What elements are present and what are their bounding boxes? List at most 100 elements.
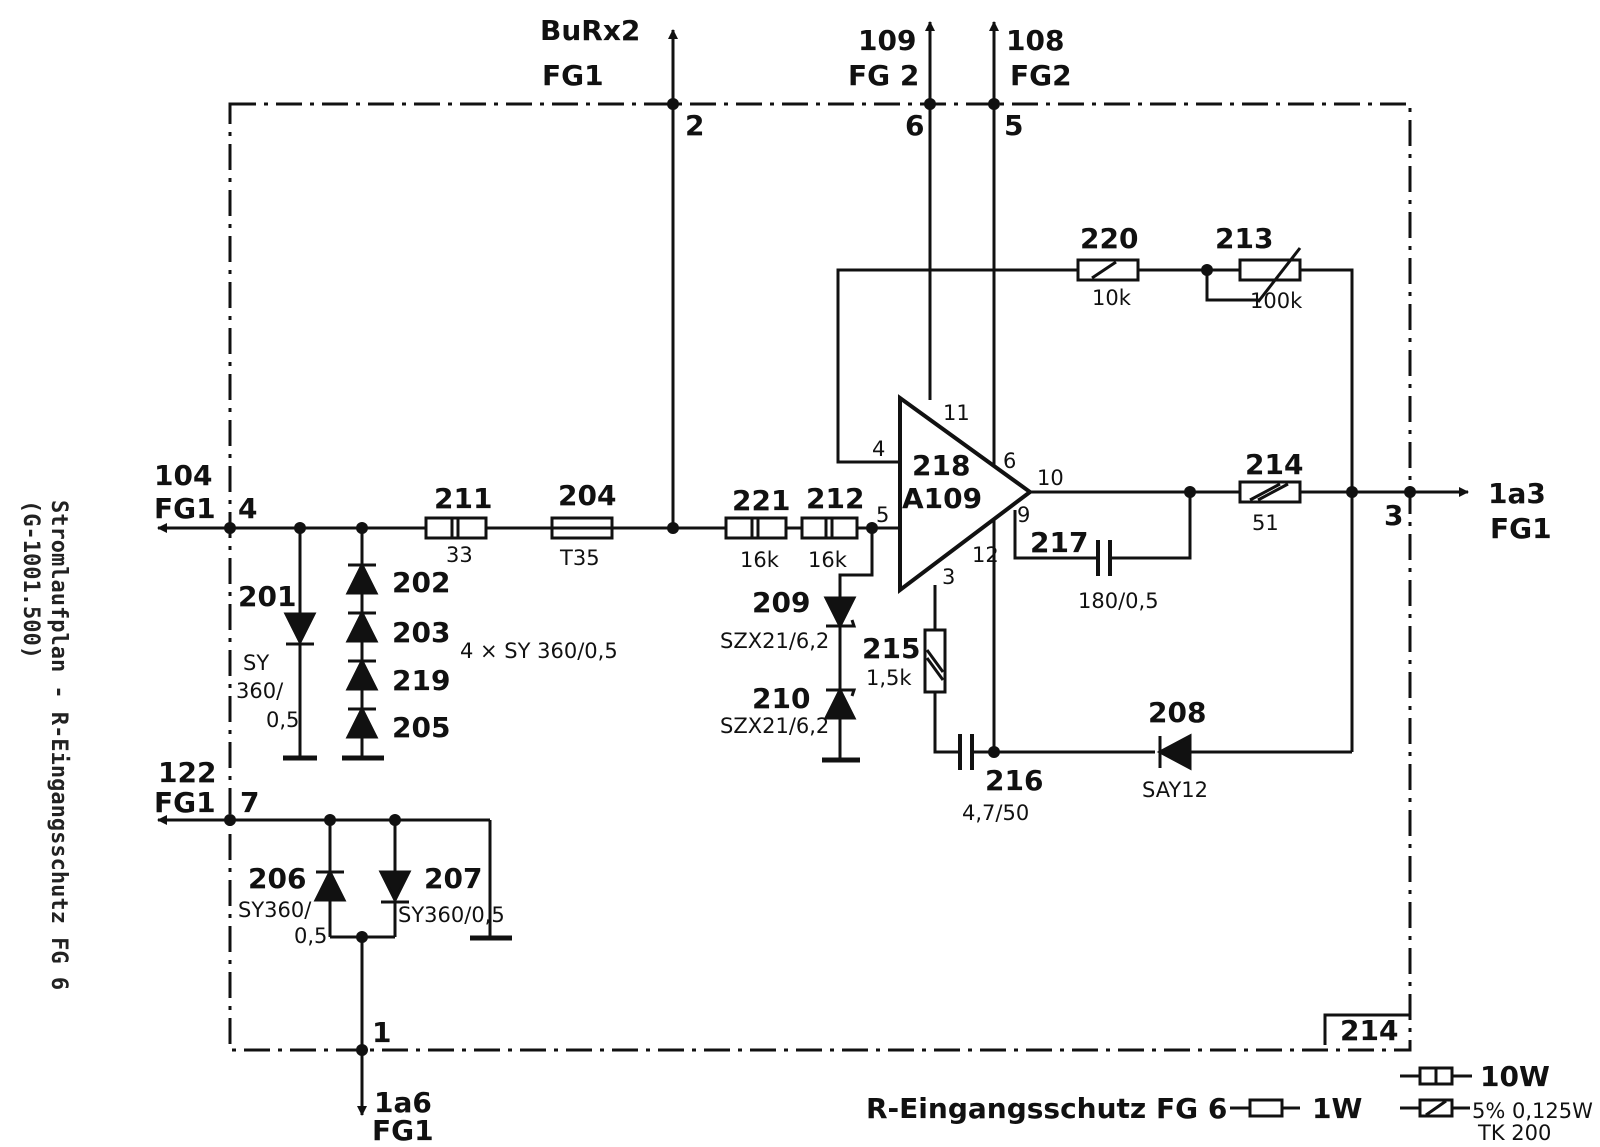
node-stack (356, 522, 368, 534)
legend-10w: 10W (1480, 1060, 1550, 1093)
diode-208 (1156, 733, 1192, 771)
node-207 (389, 814, 401, 826)
label-r221-val: 16k (740, 548, 780, 572)
feedback-network (836, 268, 1469, 754)
board-number: 214 (1340, 1014, 1398, 1047)
label-p213-val: 100k (1250, 289, 1303, 313)
label-pin12: 12 (972, 543, 999, 567)
node-out-a (1346, 486, 1358, 498)
legend-symbols (1230, 1066, 1472, 1118)
label-122-pin: 7 (240, 786, 259, 819)
resistor-220 (1076, 258, 1140, 282)
label-d210-val: SZX21/6,2 (720, 714, 829, 738)
label-109-pin: 6 (905, 109, 924, 142)
node-1a6 (356, 1044, 368, 1056)
label-104-pin: 4 (238, 492, 257, 525)
label-r212: 212 (806, 482, 864, 515)
label-108-pin: 5 (1004, 109, 1023, 142)
label-104: 104 (154, 459, 212, 492)
node-out-3 (1404, 486, 1416, 498)
label-pin9: 9 (1017, 503, 1030, 527)
label-104-fg: FG1 (154, 492, 216, 525)
label-d201-val2: 360/ (236, 679, 284, 703)
label-1a6-pin: 1 (372, 1016, 391, 1049)
label-c217-val: 180/0,5 (1078, 589, 1159, 613)
label-d201-val3: 0,5 (266, 708, 299, 732)
label-122: 122 (158, 756, 216, 789)
node-206 (324, 814, 336, 826)
caption: R-Eingangsschutz FG 6 (866, 1092, 1227, 1125)
label-d208-val: SAY12 (1142, 778, 1208, 802)
side-title-line1-text: Stromlaufplan - R-Eingangsschutz FG 6 (46, 500, 71, 990)
node-216 (988, 746, 1000, 758)
legend-5pct: 5% 0,125W (1472, 1099, 1593, 1123)
label-d203: 203 (392, 616, 450, 649)
label-r215-val: 1,5k (866, 666, 912, 690)
node-fb-213 (1201, 264, 1213, 276)
label-pin6: 6 (1003, 449, 1016, 473)
side-title-line2-text: (G-1001.500) (18, 500, 43, 659)
label-109-fg: FG 2 (848, 59, 919, 92)
label-1a3: 1a3 (1488, 477, 1546, 510)
label-pin4: 4 (872, 437, 885, 461)
label-d201: 201 (238, 580, 296, 613)
label-c217: 217 (1030, 526, 1088, 559)
zener-pair (822, 528, 874, 763)
label-1a6: 1a6 (374, 1086, 432, 1119)
label-122-fg: FG1 (154, 786, 216, 819)
label-r211-val: 33 (446, 543, 473, 567)
label-f204-val: T35 (559, 546, 600, 570)
label-burx2-pin: 2 (685, 109, 704, 142)
board-outline (228, 102, 1412, 1052)
node-104 (224, 522, 236, 534)
node-fb-217 (1184, 486, 1196, 498)
label-d202: 202 (392, 566, 450, 599)
label-r215: 215 (862, 632, 920, 665)
label-1a3-pin: 3 (1384, 499, 1403, 532)
node-burx2 (667, 98, 679, 110)
label-d209-val: SZX21/6,2 (720, 629, 829, 653)
label-diode-group: 4 × SY 360/0,5 (460, 639, 618, 663)
label-p213: 213 (1215, 222, 1273, 255)
label-r214: 214 (1245, 448, 1303, 481)
pot-213 (1238, 258, 1302, 282)
label-f204: 204 (558, 479, 616, 512)
label-r214-val: 51 (1252, 511, 1279, 535)
label-burx2: BuRx2 (540, 14, 640, 47)
label-pin3: 3 (942, 565, 955, 589)
label-d207-val: SY360/0,5 (398, 903, 505, 927)
label-opamp-type: A109 (902, 482, 982, 515)
legend-tk200: TK 200 (1477, 1121, 1551, 1145)
label-pin5: 5 (876, 503, 889, 527)
node-1a6-top (356, 931, 368, 943)
node-108 (988, 98, 1000, 110)
label-r212-val: 16k (808, 548, 848, 572)
opamp-218 (898, 394, 1034, 595)
label-r220: 220 (1080, 222, 1138, 255)
label-1a6-fg: FG1 (372, 1114, 434, 1147)
label-c216-val: 4,7/50 (962, 801, 1029, 825)
diode-201 (283, 528, 317, 761)
label-d208: 208 (1148, 696, 1206, 729)
series-components (424, 516, 859, 540)
main-input-line (157, 523, 900, 825)
diodes-206-207 (313, 868, 412, 904)
capacitor-216 (958, 734, 974, 770)
label-pin10: 10 (1037, 466, 1064, 490)
label-c216: 216 (985, 764, 1043, 797)
label-r220-val: 10k (1092, 286, 1132, 310)
label-d206-val1: SY360/ (238, 898, 312, 922)
label-1a3-fg: FG1 (1490, 512, 1552, 545)
label-opamp: 218 (912, 449, 970, 482)
label-d210: 210 (752, 682, 810, 715)
label-d201-val1: SY (243, 651, 269, 675)
node-main-2 (667, 522, 679, 534)
label-d205: 205 (392, 711, 450, 744)
label-d206: 206 (248, 862, 306, 895)
label-108-fg: FG2 (1010, 59, 1072, 92)
label-d219: 219 (392, 664, 450, 697)
label-pin11: 11 (943, 401, 970, 425)
diode-stack (342, 528, 384, 761)
top-terminal-lines (668, 21, 999, 752)
